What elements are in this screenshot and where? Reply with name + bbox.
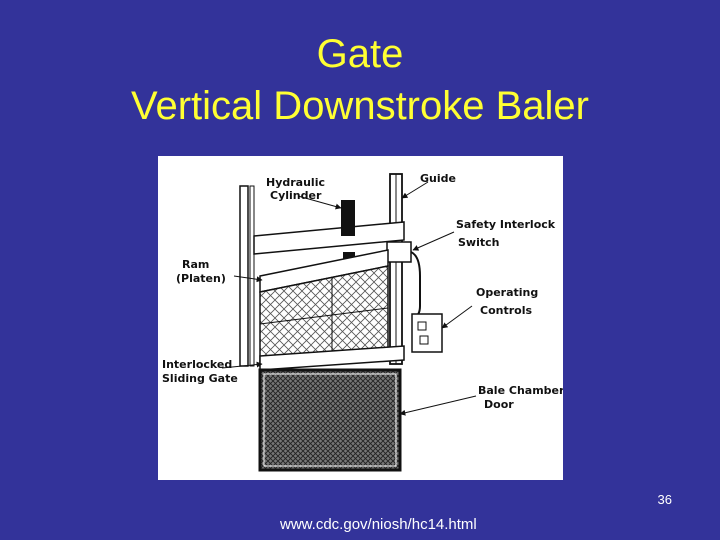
baler-illustration: Hydraulic Cylinder Guide Safety Interloc… xyxy=(162,172,563,472)
source-url: www.cdc.gov/niosh/hc14.html xyxy=(280,516,477,533)
operating-controls-box xyxy=(411,313,443,353)
slide-title: Gate Vertical Downstroke Baler xyxy=(0,28,720,132)
label-hydraulic-line2: Cylinder xyxy=(270,189,322,202)
label-gate-line2: Sliding Gate xyxy=(162,372,238,385)
label-door-line1: Bale Chamber xyxy=(478,384,563,397)
baler-diagram: Hydraulic Cylinder Guide Safety Interloc… xyxy=(158,156,563,480)
hydraulic-cylinder xyxy=(341,200,355,236)
leader-hydraulic-cylinder xyxy=(297,195,342,210)
title-line-1: Gate xyxy=(316,32,404,76)
control-button-1 xyxy=(417,321,427,331)
left-post-inner xyxy=(249,185,255,367)
leader-guide xyxy=(401,181,429,199)
bale-chamber-door xyxy=(258,368,402,472)
label-door-line2: Door xyxy=(484,398,514,411)
label-operating-line2: Controls xyxy=(480,304,532,317)
leader-operating-controls xyxy=(441,305,473,329)
leader-ram xyxy=(233,275,263,283)
leader-bale-door xyxy=(399,395,477,416)
slide-number: 36 xyxy=(657,492,672,507)
label-safety-line2: Switch xyxy=(458,236,499,249)
chamber-line xyxy=(259,307,389,325)
safety-interlock-box xyxy=(386,241,412,263)
label-operating-line1: Operating xyxy=(476,286,538,299)
leader-sliding-gate xyxy=(221,361,263,369)
label-guide: Guide xyxy=(420,172,456,185)
label-ram-line2: (Platen) xyxy=(176,272,226,285)
label-gate-line1: Interlocked xyxy=(162,358,232,371)
label-safety-line1: Safety Interlock xyxy=(456,218,556,231)
interlock-cable xyxy=(410,251,421,319)
label-hydraulic-line1: Hydraulic xyxy=(266,176,325,189)
top-crossbeam xyxy=(253,221,405,255)
leader-safety-interlock xyxy=(412,231,455,251)
door-inner-frame xyxy=(263,373,397,467)
control-button-2 xyxy=(419,335,429,345)
left-post xyxy=(239,185,249,367)
label-ram-line1: Ram xyxy=(182,258,209,271)
title-line-2: Vertical Downstroke Baler xyxy=(131,84,589,128)
